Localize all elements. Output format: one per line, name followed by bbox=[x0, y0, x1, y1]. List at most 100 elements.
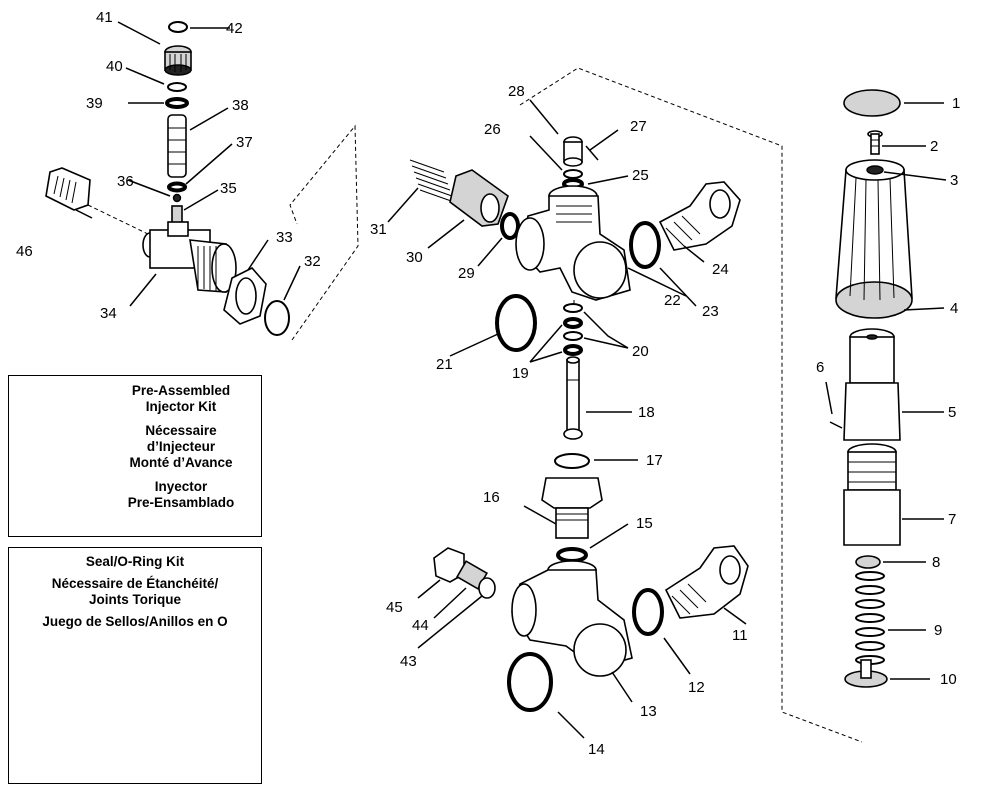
part-2-screw bbox=[867, 130, 883, 155]
callout-44: 44 bbox=[412, 617, 429, 634]
part-11-banjo bbox=[664, 545, 749, 619]
callout-36: 36 bbox=[117, 173, 134, 190]
part-24-banjo bbox=[658, 181, 741, 251]
injector-kit-title-fr-3: Monté d’Avance bbox=[129, 455, 233, 470]
part-17-oring bbox=[554, 453, 590, 469]
part-1-cap bbox=[843, 89, 901, 117]
injector-kit-title-es-1: Inyector bbox=[154, 479, 208, 494]
callout-22: 22 bbox=[664, 292, 681, 309]
seal-kit-box bbox=[8, 547, 262, 784]
callout-35: 35 bbox=[220, 180, 237, 197]
injector-kit-title-en-1: Pre-Assembled bbox=[131, 383, 231, 398]
injector-kit-title-fr-1: Nécessaire bbox=[145, 423, 217, 438]
part-10-plunger bbox=[844, 659, 888, 688]
part-30-piston bbox=[449, 169, 509, 227]
callout-30: 30 bbox=[406, 249, 423, 266]
callout-42: 42 bbox=[226, 20, 243, 37]
part-19-ring-a bbox=[563, 317, 583, 329]
part-8-washer bbox=[855, 555, 881, 569]
callout-18: 18 bbox=[638, 404, 655, 421]
part-33-nut bbox=[223, 267, 267, 325]
leader-lines bbox=[75, 21, 947, 739]
seal-kit-title-fr-1: Nécessaire de Étanchéité/ bbox=[51, 576, 219, 591]
manifold-assembly bbox=[409, 136, 749, 712]
callout-7: 7 bbox=[948, 511, 956, 528]
callout-1: 1 bbox=[952, 95, 960, 112]
injector-kit-title-fr-2: d’Injecteur bbox=[146, 439, 216, 454]
callout-41: 41 bbox=[96, 9, 113, 26]
part-41-cap bbox=[164, 45, 192, 76]
part-46-fitting bbox=[45, 167, 91, 211]
callout-14: 14 bbox=[588, 741, 605, 758]
callout-45: 45 bbox=[386, 599, 403, 616]
callout-32: 32 bbox=[304, 253, 321, 270]
part-4-knob bbox=[835, 159, 913, 319]
part-19-ring-b bbox=[563, 344, 583, 356]
callout-3: 3 bbox=[950, 172, 958, 189]
callout-4: 4 bbox=[950, 300, 958, 317]
callout-17: 17 bbox=[646, 452, 663, 469]
injector-kit-title-es-2: Pre-Ensamblado bbox=[127, 495, 235, 510]
callout-28: 28 bbox=[508, 83, 525, 100]
injector-kit-title-en-2: Injector Kit bbox=[145, 399, 217, 414]
callout-40: 40 bbox=[106, 58, 123, 75]
part-26-ring bbox=[563, 169, 583, 179]
callout-43: 43 bbox=[400, 653, 417, 670]
part-36-ball bbox=[172, 193, 182, 203]
part-34-injector-body bbox=[142, 221, 237, 293]
part-9-spring bbox=[855, 571, 885, 665]
callout-37: 37 bbox=[236, 134, 253, 151]
callout-numbers: 1 2 3 4 5 6 7 8 9 10 11 12 13 14 15 16 1… bbox=[16, 9, 960, 758]
callout-8: 8 bbox=[932, 554, 940, 571]
part-27-pin bbox=[585, 145, 599, 161]
callout-29: 29 bbox=[458, 265, 475, 282]
part-16-seat bbox=[541, 477, 603, 539]
seal-kit-labels: Seal/O-Ring Kit Nécessaire de Étanchéité… bbox=[10, 554, 260, 630]
injector-kit-box bbox=[8, 375, 262, 537]
part-42-ring bbox=[168, 21, 188, 33]
part-37-ring bbox=[167, 181, 187, 193]
pressure-adjuster-assembly bbox=[829, 89, 913, 688]
part-29-ring bbox=[500, 212, 520, 240]
part-39-ring bbox=[165, 97, 189, 109]
part-32-oring bbox=[264, 300, 290, 336]
callout-46: 46 bbox=[16, 243, 33, 260]
callout-5: 5 bbox=[948, 404, 956, 421]
callout-19: 19 bbox=[512, 365, 529, 382]
callout-23: 23 bbox=[702, 303, 719, 320]
part-20-ring-a bbox=[563, 303, 583, 313]
part-5-hex bbox=[843, 328, 901, 441]
part-40-ring bbox=[167, 82, 187, 92]
callout-26: 26 bbox=[484, 121, 501, 138]
part-6-pin bbox=[829, 421, 843, 429]
manifold-lower-body bbox=[511, 560, 633, 677]
injector-kit-labels: Pre-Assembled Injector Kit Nécessaire d’… bbox=[110, 383, 252, 511]
callout-27: 27 bbox=[630, 118, 647, 135]
part-28-cap bbox=[563, 136, 583, 167]
callout-31: 31 bbox=[370, 221, 387, 238]
callout-33: 33 bbox=[276, 229, 293, 246]
seal-kit-title-fr-2: Joints Torique bbox=[88, 592, 181, 607]
callout-12: 12 bbox=[688, 679, 705, 696]
part-15-ring bbox=[556, 547, 588, 563]
callout-34: 34 bbox=[100, 305, 117, 322]
part-20-ring-b bbox=[563, 331, 583, 341]
part-21-washer bbox=[495, 294, 537, 352]
callout-9: 9 bbox=[934, 622, 942, 639]
injector-assembly bbox=[45, 21, 290, 336]
callout-2: 2 bbox=[930, 138, 938, 155]
part-14-washer bbox=[507, 652, 553, 712]
manifold-upper-body bbox=[515, 185, 631, 301]
seal-kit-title-en: Seal/O-Ring Kit bbox=[85, 554, 185, 569]
callout-16: 16 bbox=[483, 489, 500, 506]
callout-11: 11 bbox=[732, 627, 748, 644]
callout-21: 21 bbox=[436, 356, 453, 373]
part-31-spring bbox=[409, 159, 455, 203]
part-18-stem bbox=[563, 356, 583, 440]
callout-24: 24 bbox=[712, 261, 729, 278]
callout-10: 10 bbox=[940, 671, 957, 688]
callout-25: 25 bbox=[632, 167, 649, 184]
callout-6: 6 bbox=[816, 359, 824, 376]
part-23-washer bbox=[629, 221, 661, 269]
